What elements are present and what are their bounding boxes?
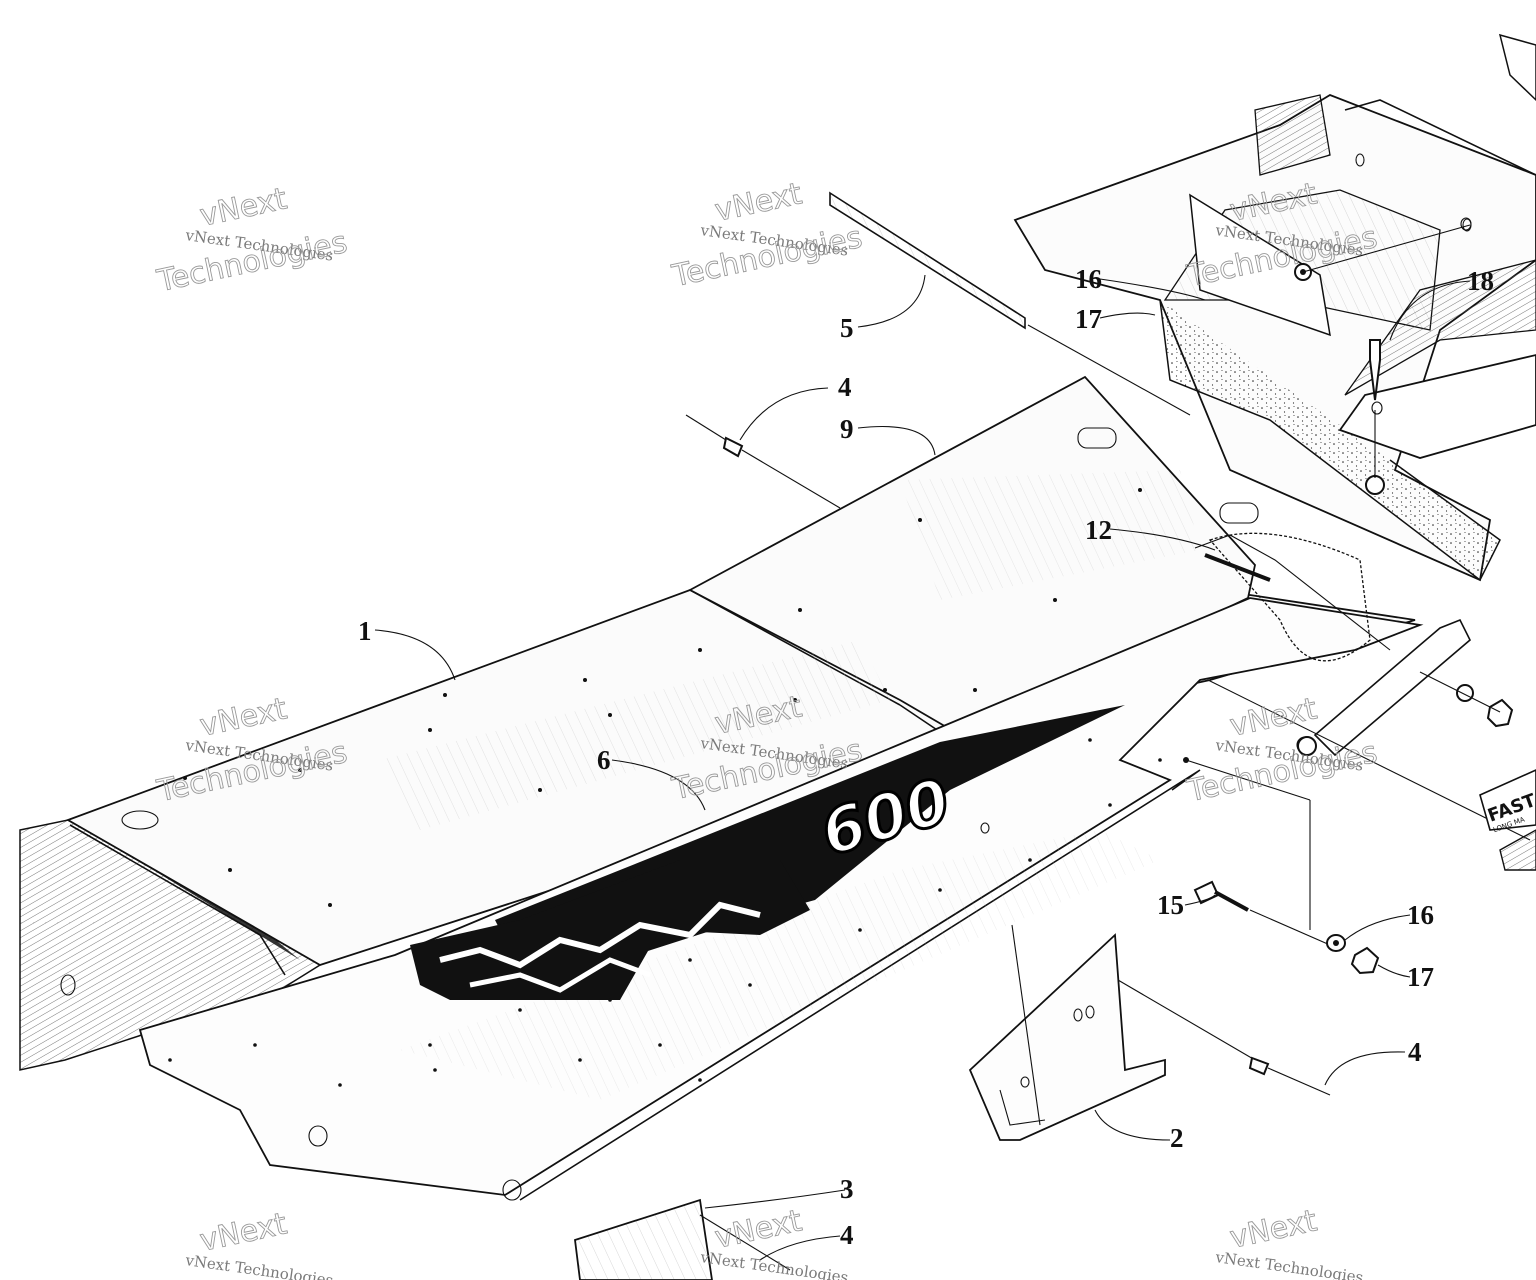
callout-4-upper: 4: [838, 372, 852, 402]
callout-17-upper: 17: [1075, 304, 1102, 334]
callout-16-lower: 16: [1407, 900, 1434, 930]
rear-rail: [1297, 618, 1471, 757]
callout-1: 1: [358, 616, 372, 646]
callout-17-lower: 17: [1407, 962, 1434, 992]
callout-9: 9: [840, 414, 854, 444]
watermark-top-left: vNext Technologies vNext Technologies: [153, 181, 351, 300]
svg-text:vNext: vNext: [1227, 1203, 1320, 1256]
svg-text:vNext: vNext: [712, 1203, 805, 1256]
callout-labels: 1 2 3 4 4 4 5 6 9 12 15 16 16 17 17 18: [358, 264, 1494, 1250]
callout-4-lower: 4: [840, 1220, 854, 1250]
callout-6: 6: [597, 745, 611, 775]
svg-text:vNext: vNext: [197, 181, 290, 234]
watermark-bottom-left: vNext Technologies vNext: [183, 1206, 334, 1280]
rear-bumper-assembly: [1013, 33, 1536, 582]
watermark-top-center: vNext Technologies vNext Technologies: [668, 176, 866, 295]
side-panel: 600: [138, 597, 1424, 1201]
callout-16-upper: 16: [1075, 264, 1102, 294]
callout-3: 3: [840, 1174, 854, 1204]
svg-text:vNext: vNext: [197, 691, 290, 744]
part-5-strip: [829, 191, 1026, 330]
callout-15: 15: [1157, 890, 1184, 920]
watermark-bottom-right: vNext Technologies vNext: [1213, 1203, 1364, 1280]
watermark-bottom-center: vNext Technologies vNext: [698, 1203, 849, 1280]
svg-text:vNext: vNext: [1227, 691, 1320, 744]
svg-text:vNext: vNext: [197, 1206, 290, 1259]
fasteners: FAST LONG MA: [574, 217, 1536, 1280]
callout-leaders: [374, 274, 1471, 1261]
callout-4-right: 4: [1408, 1037, 1422, 1067]
callout-2: 2: [1170, 1123, 1184, 1153]
callout-12: 12: [1085, 515, 1112, 545]
callout-18: 18: [1467, 266, 1494, 296]
callout-5: 5: [840, 313, 854, 343]
svg-text:vNext: vNext: [712, 176, 805, 229]
